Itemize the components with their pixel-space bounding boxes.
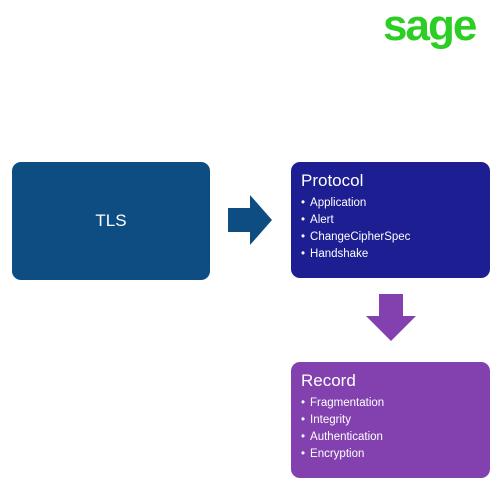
protocol-item: ChangeCipherSpec (301, 229, 480, 246)
protocol-box: Protocol Application Alert ChangeCipherS… (291, 162, 490, 278)
record-title: Record (301, 371, 356, 390)
record-item: Authentication (301, 429, 480, 446)
record-item: Fragmentation (301, 395, 480, 412)
sage-logo: sage (383, 1, 477, 50)
arrow-down-icon (366, 294, 416, 341)
tls-label: TLS (95, 211, 127, 230)
arrow-right-icon (228, 195, 272, 245)
record-item: Encryption (301, 446, 480, 463)
protocol-title: Protocol (301, 171, 364, 190)
record-item: Integrity (301, 412, 480, 429)
protocol-list: Application Alert ChangeCipherSpec Hands… (301, 195, 480, 263)
protocol-item: Alert (301, 212, 480, 229)
tls-box: TLS (12, 162, 210, 280)
record-box: Record Fragmentation Integrity Authentic… (291, 362, 490, 478)
protocol-item: Handshake (301, 246, 480, 263)
record-list: Fragmentation Integrity Authentication E… (301, 395, 480, 463)
protocol-item: Application (301, 195, 480, 212)
